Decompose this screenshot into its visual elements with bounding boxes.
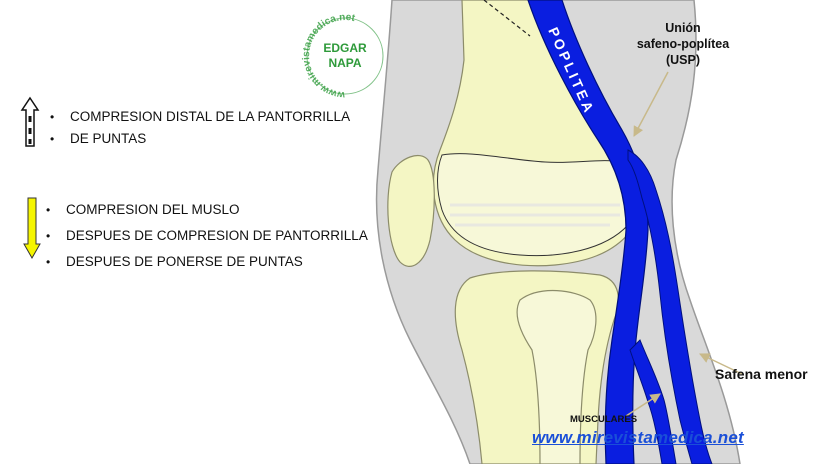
legend-down-list: COMPRESION DEL MUSLO DESPUES DE COMPRESI… xyxy=(46,197,368,275)
edgar-napa-logo: www.mirevistamedica.net EDGAR NAPA xyxy=(301,12,384,100)
popliteal-vein xyxy=(527,0,649,464)
dashed-up-arrow-icon xyxy=(20,96,40,147)
safena-menor-label: Safena menor xyxy=(715,366,808,382)
logo-line1: EDGAR xyxy=(323,41,367,55)
legend-down-item: DESPUES DE PONERSE DE PUNTAS xyxy=(46,249,368,275)
usp-label: Unión safeno-poplítea (USP) xyxy=(618,20,748,68)
safena-pointer xyxy=(699,353,743,375)
legend-up-item: COMPRESION DISTAL DE LA PANTORRILLA xyxy=(50,106,350,128)
musculares-label: MUSCULARES xyxy=(570,414,638,425)
patella xyxy=(387,155,435,267)
usp-label-line: (USP) xyxy=(665,53,701,67)
legend-up-item: DE PUNTAS xyxy=(50,128,350,150)
usp-label-line: safeno-poplítea xyxy=(636,37,730,51)
musculares-pointer xyxy=(625,393,661,417)
fibula xyxy=(516,289,597,464)
legend-down-item: DESPUES DE COMPRESION DE PANTORRILLA xyxy=(46,223,368,249)
usp-label-line: Unión xyxy=(665,21,701,35)
usp-pointer xyxy=(633,71,669,137)
legend-down-item: COMPRESION DEL MUSLO xyxy=(46,197,368,223)
yellow-down-arrow-icon xyxy=(23,197,41,260)
legend-up-list: COMPRESION DISTAL DE LA PANTORRILLA DE P… xyxy=(50,106,350,150)
logo-line2: NAPA xyxy=(328,56,361,70)
site-url-link[interactable]: www.mirevistamedica.net xyxy=(532,428,744,447)
small-saphenous-vein xyxy=(627,149,713,464)
dashed-guide-line xyxy=(483,0,531,37)
